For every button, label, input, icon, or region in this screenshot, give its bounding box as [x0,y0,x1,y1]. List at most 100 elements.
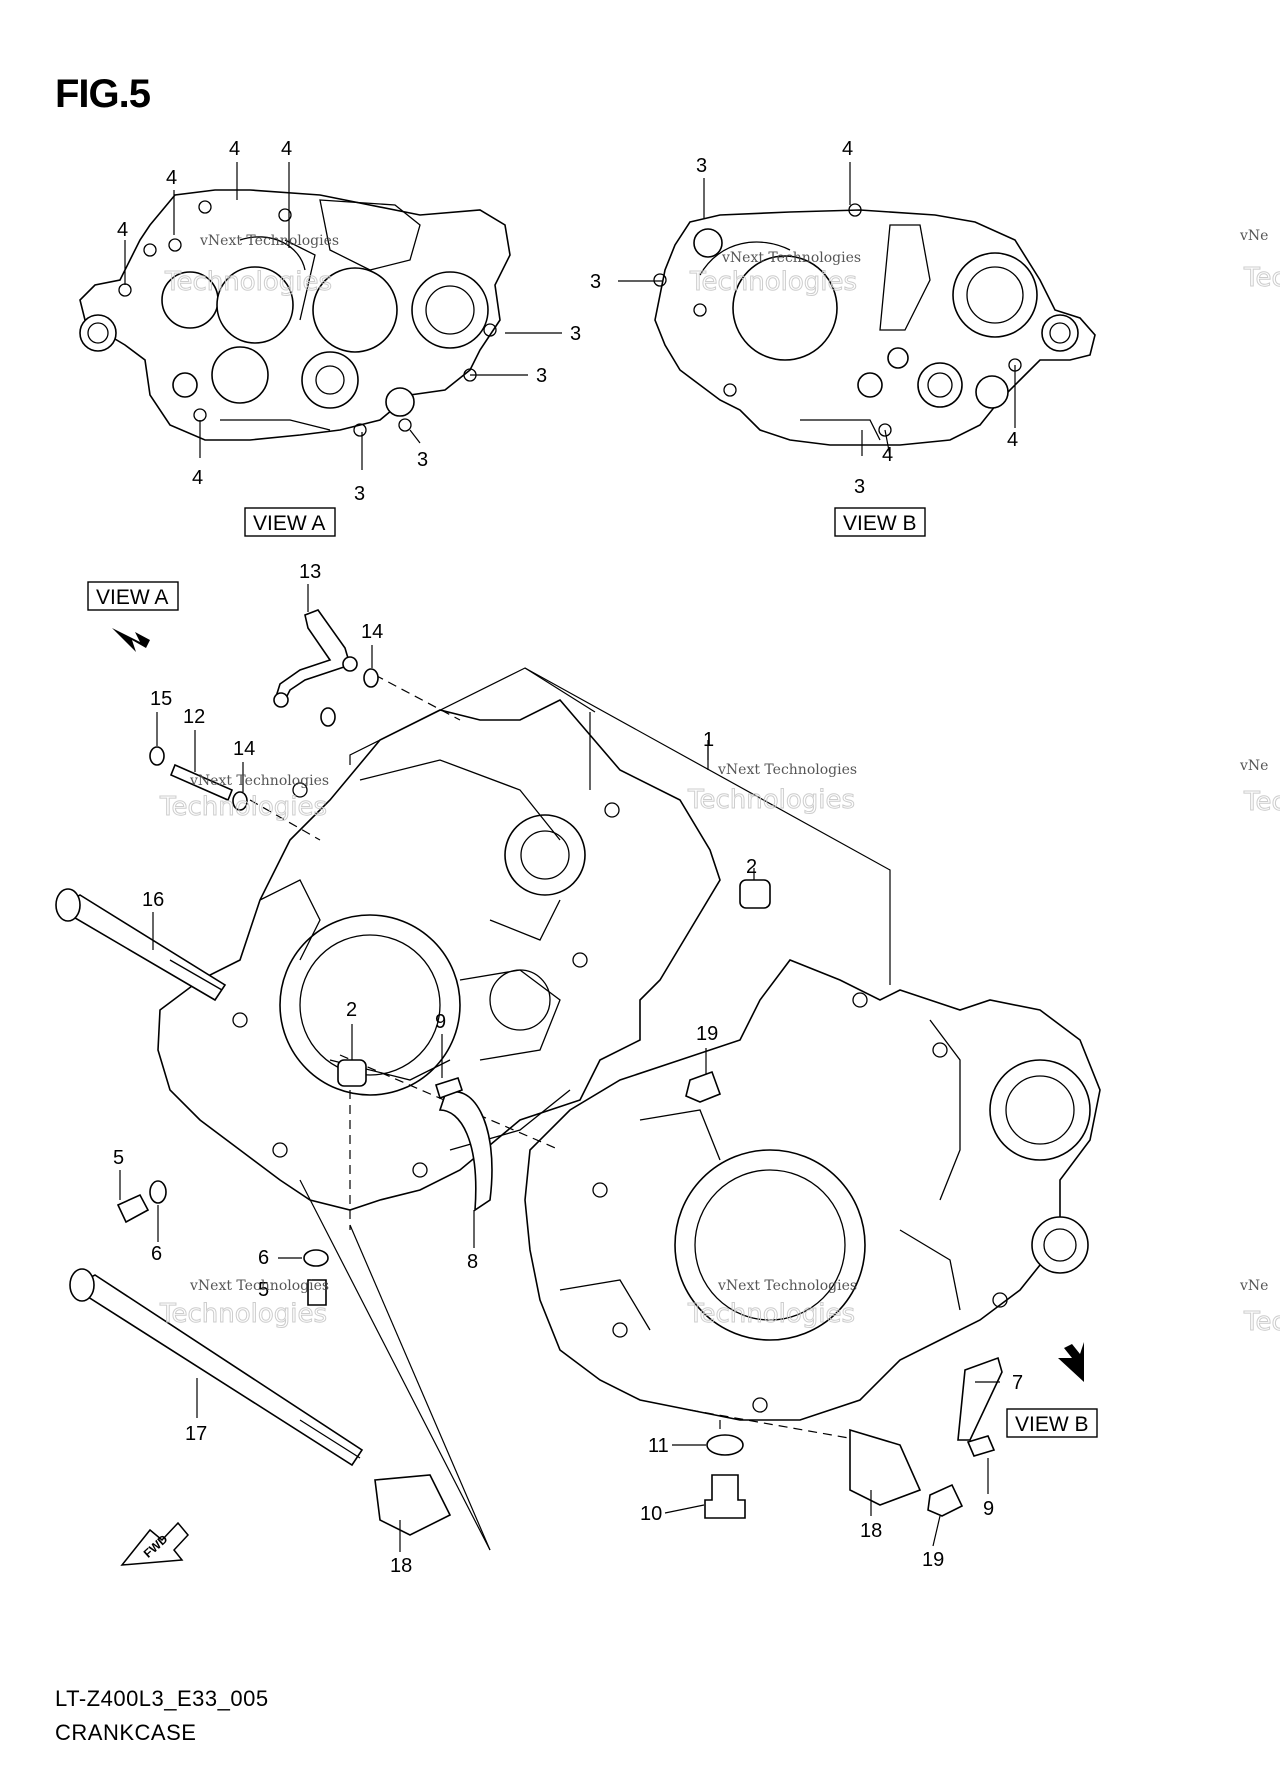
callout-14: 14 [233,738,255,760]
diagram-name: CRANKCASE [55,1720,197,1745]
callout-11: 11 [648,1435,669,1457]
callout-view-a: 4 [117,219,128,241]
callout-9: 9 [435,1011,446,1033]
svg-text:Tec: Tec [1243,787,1280,817]
svg-text:Tec: Tec [1243,1307,1280,1337]
callout-18: 18 [390,1555,412,1577]
part-17-bolt [69,1268,364,1467]
part-5-bolt [116,1193,150,1224]
callout-view-b: 4 [882,444,893,466]
svg-text:vNe: vNe [1239,758,1268,774]
part-9-bolt [435,1076,464,1100]
part-8-gasket [438,1091,493,1212]
diagram-code: LT-Z400L3_E33_005 [55,1686,269,1711]
callout-view-a: 3 [536,365,547,387]
svg-text:vNe: vNe [1239,228,1268,244]
callout-10: 10 [640,1503,662,1525]
callout-view-a: 4 [166,167,177,189]
main-callouts: 1 2 2 5 5 6 6 7 8 9 9 10 11 12 13 14 14 … [113,561,1023,1577]
view-a-label: VIEW A [253,512,325,535]
callout-view-b: 3 [696,155,707,177]
callout-6: 6 [258,1247,269,1269]
callout-view-a: 3 [570,323,581,345]
part-6-washer [149,1180,167,1204]
callout-view-a: 4 [281,138,292,160]
view-b-callouts: 3 4 3 4 3 4 [590,138,1018,498]
callout-view-a: 4 [229,138,240,160]
part-10-drain-plug [704,1474,746,1519]
view-arrow-icon [1058,1342,1084,1382]
part-19-nut [685,1070,722,1103]
view-arrow-icon [112,628,150,652]
svg-text:Technologies: Technologies [687,1299,855,1329]
watermarks: vNext Technologies Technologies vNext Te… [159,228,1280,1338]
callout-12: 12 [183,706,205,728]
part-19-nut [927,1483,964,1517]
svg-text:vNext Technologies: vNext Technologies [189,1278,329,1294]
callout-view-b: 3 [590,271,601,293]
svg-text:vNext Technologies: vNext Technologies [721,250,861,266]
part-18-bushing [849,1428,922,1506]
view-b-label: VIEW B [843,512,917,535]
part-14-oring [320,707,336,727]
svg-text:Technologies: Technologies [159,1299,327,1329]
callout-19: 19 [922,1549,944,1571]
callout-view-a: 3 [417,449,428,471]
part-14-oring [232,791,248,811]
svg-text:Technologies: Technologies [164,267,332,297]
svg-text:vNext Technologies: vNext Technologies [717,762,857,778]
fwd-arrow-icon: FWD [120,1521,189,1566]
callout-view-b: 4 [842,138,853,160]
callout-13: 13 [299,561,321,583]
callout-15: 15 [150,688,172,710]
callout-8: 8 [467,1251,478,1273]
callout-1: 1 [703,729,714,751]
part-14-oring [363,668,379,688]
view-a-drawing [79,189,511,441]
callout-17: 17 [185,1423,207,1445]
callout-view-b: 4 [1007,429,1018,451]
callout-view-b: 3 [854,476,865,498]
callout-6: 6 [151,1243,162,1265]
part-6-washer [303,1249,329,1267]
part-18-bushing [374,1474,452,1536]
svg-text:Technologies: Technologies [689,267,857,297]
svg-text:Technologies: Technologies [687,785,855,815]
main-view-b-label: VIEW B [1015,1413,1089,1436]
callout-7: 7 [1012,1372,1023,1394]
part-11-washer [706,1434,744,1456]
part-7-plate [957,1356,1003,1441]
svg-text:vNext Technologies: vNext Technologies [717,1278,857,1294]
callout-14: 14 [361,621,383,643]
part-13-pipe [273,609,358,708]
callout-view-a: 3 [354,483,365,505]
callout-5: 5 [258,1279,269,1301]
callout-18: 18 [860,1520,882,1542]
part-2-dowel [739,879,771,909]
part-16-bolt [55,888,227,1002]
callout-19: 19 [696,1023,718,1045]
figure-title: FIG.5 [55,72,151,116]
part-2-dowel [337,1059,367,1087]
part-15-oring [149,746,165,766]
callout-16: 16 [142,889,164,911]
svg-text:vNext Technologies: vNext Technologies [199,233,339,249]
callout-2: 2 [346,999,357,1021]
callout-2: 2 [746,856,757,878]
right-crankcase-half [524,959,1101,1421]
part-9-bolt [966,1435,996,1457]
part-12-pin [169,763,234,802]
svg-text:Technologies: Technologies [159,792,327,822]
callout-9: 9 [983,1498,994,1520]
main-view-a-label: VIEW A [96,586,168,609]
callout-5: 5 [113,1147,124,1169]
svg-text:Tec: Tec [1243,263,1280,293]
left-crankcase-half [157,699,721,1211]
svg-text:vNe: vNe [1239,1278,1268,1294]
view-b-drawing [653,203,1096,446]
svg-text:vNext Technologies: vNext Technologies [189,773,329,789]
part-5-plug [307,1279,327,1306]
view-a-callouts: 4 4 4 4 4 3 3 3 3 4 [117,138,581,505]
callout-view-a: 4 [192,467,203,489]
